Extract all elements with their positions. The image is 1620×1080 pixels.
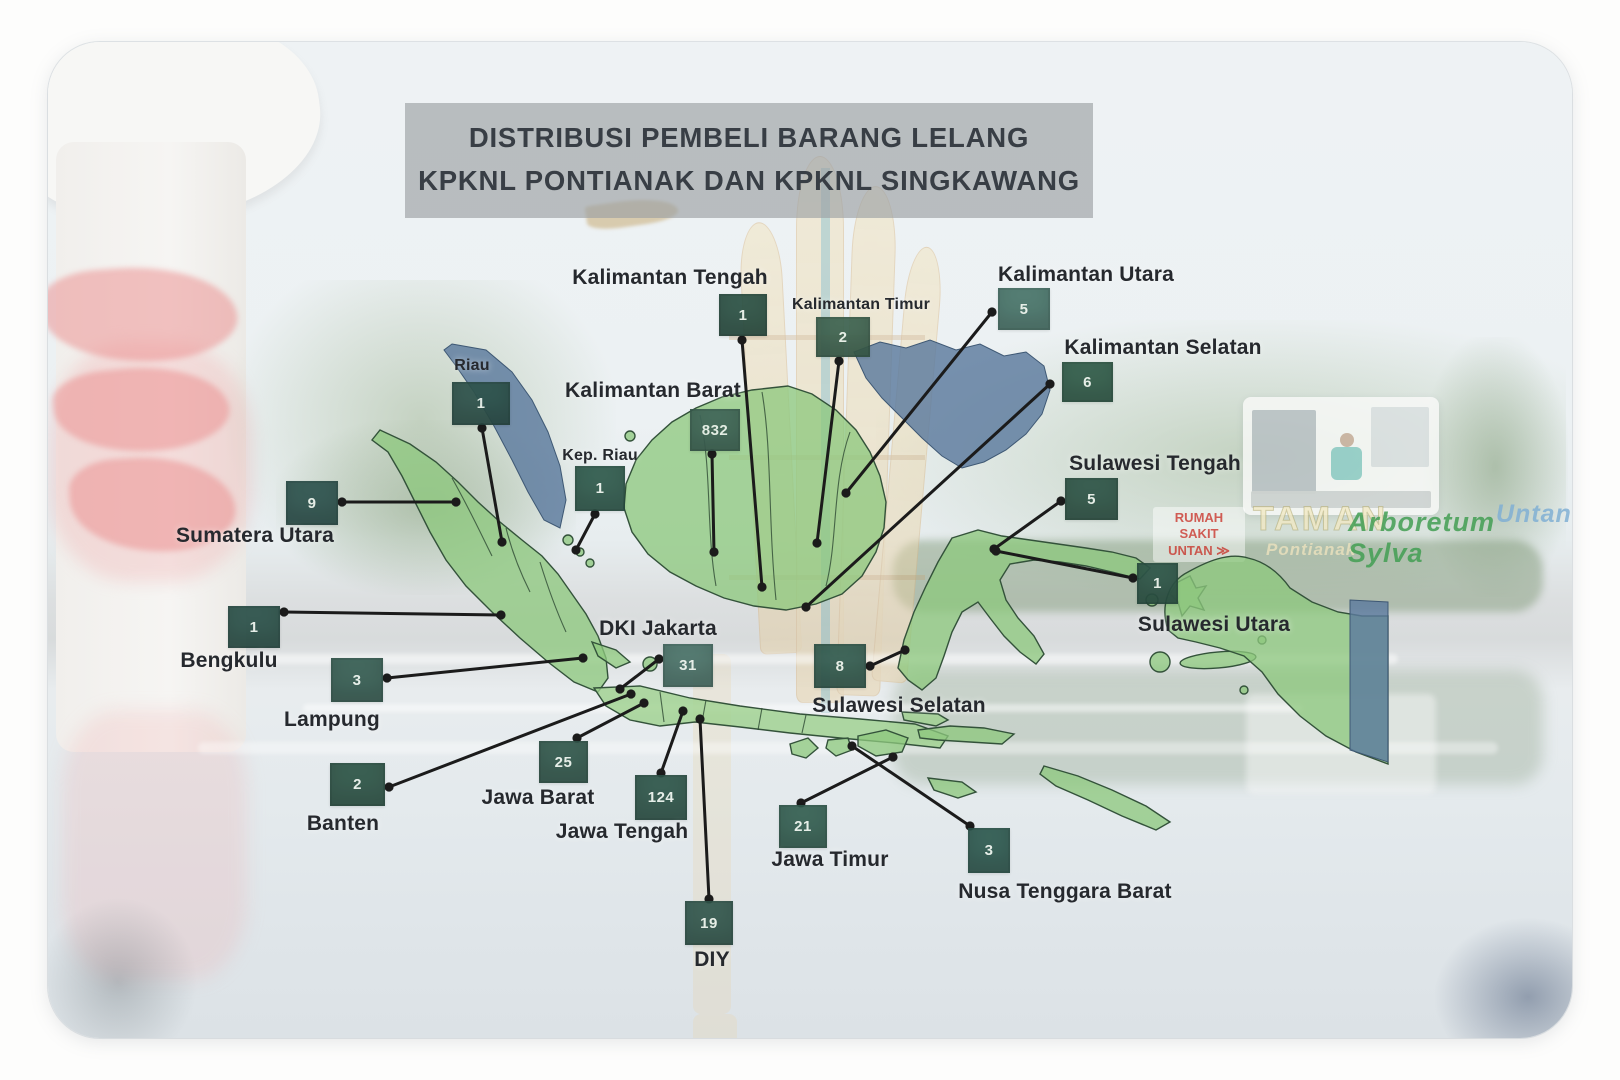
region-label-sumatera-utara: Sumatera Utara [175, 524, 335, 547]
shadow-corner [1433, 917, 1572, 1038]
value-badge-jawa-timur: 21 [779, 805, 827, 848]
region-label-bengkulu: Bengkulu [180, 649, 278, 672]
region-label-riau: Riau [454, 357, 490, 374]
value-badge-jawa-barat: 25 [539, 741, 588, 783]
value-badge-diy: 19 [685, 901, 733, 945]
park-sign-subtitle2: Untan [1496, 500, 1572, 528]
monument-reflection [62, 710, 247, 980]
region-label-kalimantan-utara: Kalimantan Utara [998, 263, 1174, 286]
value-badge-bengkulu: 1 [228, 606, 280, 648]
hospital-banner-line2: UNTAN ≫ [1168, 542, 1230, 558]
value-badge-sumatera-utara: 9 [286, 481, 338, 525]
value-badge-sulawesi-utara: 1 [1137, 563, 1178, 604]
region-label-sulawesi-selatan: Sulawesi Selatan [812, 694, 986, 717]
billboard-person [1331, 447, 1362, 480]
region-label-lampung: Lampung [284, 708, 380, 731]
title-line-2: KPKNL PONTIANAK DAN KPKNL SINGKAWANG [418, 165, 1080, 197]
billboard-person [1340, 433, 1354, 447]
shadow-corner [48, 897, 198, 1038]
value-badge-sulawesi-selatan: 8 [814, 644, 866, 688]
region-label-kalimantan-tengah: Kalimantan Tengah [572, 266, 768, 289]
value-badge-kalimantan-timur: 2 [816, 317, 870, 357]
bamboo-pillar-reflection [693, 1014, 737, 1038]
hospital-banner-line1: RUMAH SAKIT [1174, 510, 1224, 542]
region-label-jawa-timur: Jawa Timur [771, 848, 889, 871]
region-label-kalimantan-selatan: Kalimantan Selatan [1064, 336, 1262, 359]
region-label-diy: DIY [694, 948, 730, 971]
value-badge-dki-jakarta: 31 [663, 644, 713, 687]
value-badge-riau: 1 [452, 382, 510, 425]
title-line-1: DISTRIBUSI PEMBELI BARANG LELANG [468, 122, 1030, 153]
region-label-jawa-tengah: Jawa Tengah [555, 820, 689, 843]
region-label-banten: Banten [306, 812, 380, 835]
value-badge-kalimantan-tengah: 1 [719, 294, 767, 336]
title-banner: DISTRIBUSI PEMBELI BARANG LELANG KPKNL P… [405, 103, 1093, 218]
value-badge-lampung: 3 [331, 658, 383, 702]
region-label-kalimantan-timur: Kalimantan Timur [791, 296, 931, 313]
region-label-dki-jakarta: DKI Jakarta [599, 617, 717, 640]
billboard-desk [1251, 491, 1431, 508]
value-badge-sulawesi-tengah: 5 [1065, 478, 1118, 520]
value-badge-kalimantan-barat: 832 [690, 409, 740, 451]
region-label-sulawesi-tengah: Sulawesi Tengah [1069, 452, 1241, 475]
region-label-nusa-tenggara-barat: Nusa Tenggara Barat [958, 880, 1172, 903]
trees-right [1423, 337, 1568, 597]
region-label-kalimantan-barat: Kalimantan Barat [565, 379, 741, 402]
value-badge-nusa-tenggara-barat: 3 [968, 828, 1010, 873]
value-badge-banten: 2 [330, 763, 385, 806]
value-badge-kalimantan-utara: 5 [998, 288, 1050, 330]
park-sign-name: TAMAN [1252, 500, 1389, 539]
value-badge-kep-riau: 1 [575, 466, 625, 511]
hospital-banner: RUMAH SAKIT UNTAN ≫ [1153, 507, 1245, 562]
value-badge-kalimantan-selatan: 6 [1062, 362, 1113, 402]
billboard-window [1371, 407, 1429, 467]
value-badge-jawa-tengah: 124 [635, 775, 687, 820]
park-sign-city: Pontianak [1266, 540, 1357, 559]
park-sign-subtitle: Arboretum Sylva [1348, 507, 1496, 568]
billboard-bookshelf [1252, 410, 1316, 494]
region-label-kep-riau: Kep. Riau [562, 447, 638, 464]
region-label-sulawesi-utara: Sulawesi Utara [1137, 613, 1291, 636]
region-label-jawa-barat: Jawa Barat [481, 786, 595, 809]
billboard-screen [1243, 397, 1439, 515]
